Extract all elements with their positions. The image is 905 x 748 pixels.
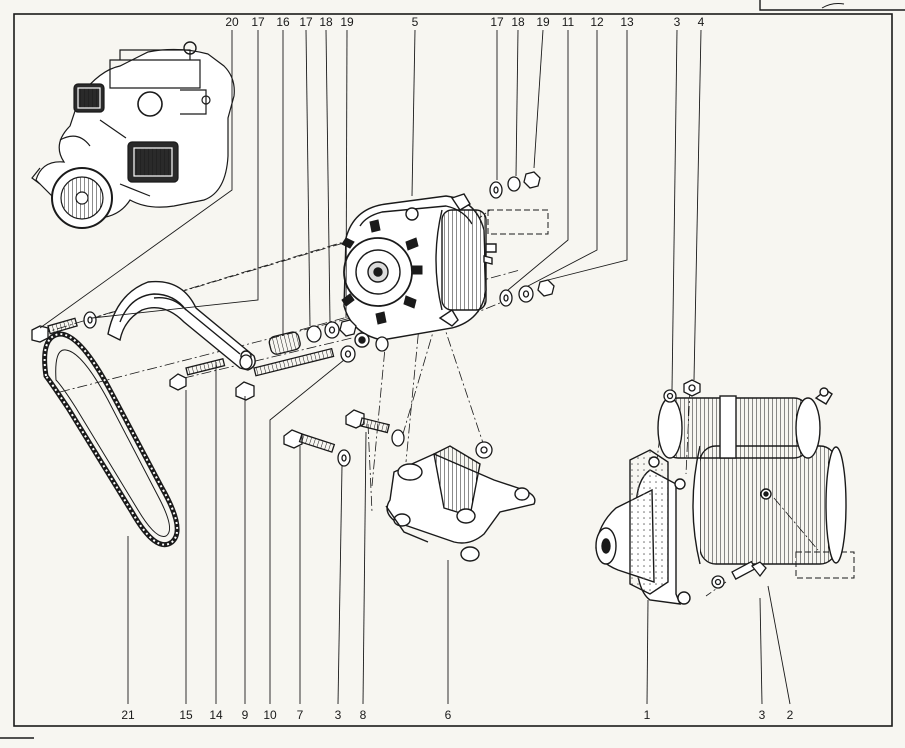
callout-19: 19 (536, 15, 550, 29)
callout-8: 8 (360, 708, 367, 722)
callout-2: 2 (787, 708, 794, 722)
callouts-bottom: 21 15 14 9 10 7 3 8 6 1 3 2 (121, 708, 793, 722)
callout-18: 18 (319, 15, 333, 29)
callout-21: 21 (121, 708, 135, 722)
callout-3: 3 (335, 708, 342, 722)
callout-13: 13 (620, 15, 634, 29)
callout-19: 19 (340, 15, 354, 29)
starter-fasteners (663, 379, 767, 589)
engine-thumbnail (31, 41, 235, 229)
fasteners (31, 171, 555, 467)
callout-18: 18 (511, 15, 525, 29)
callout-17: 17 (490, 15, 504, 29)
callout-11: 11 (562, 15, 575, 29)
callout-10: 10 (263, 708, 277, 722)
v-belt (42, 331, 180, 548)
alternator (341, 193, 497, 348)
callout-6: 6 (445, 708, 452, 722)
label-leaders (39, 29, 791, 705)
mounting-bracket (385, 445, 536, 562)
callout-17: 17 (251, 15, 265, 29)
callout-7: 7 (297, 708, 304, 722)
starter-motor (595, 387, 847, 605)
callout-16: 16 (276, 15, 290, 29)
callout-17: 17 (299, 15, 313, 29)
callout-3: 3 (759, 708, 766, 722)
callout-4: 4 (698, 15, 705, 29)
callout-14: 14 (209, 708, 223, 722)
callout-9: 9 (242, 708, 249, 722)
callout-3: 3 (674, 15, 681, 29)
callout-20: 20 (225, 15, 239, 29)
callout-15: 15 (179, 708, 193, 722)
callout-5: 5 (412, 15, 419, 29)
adjusting-arm (107, 280, 256, 371)
callout-1: 1 (644, 708, 651, 722)
callouts-top: 20 17 16 17 18 19 5 17 18 19 11 12 13 3 … (225, 15, 704, 29)
callout-12: 12 (590, 15, 604, 29)
detail-box-alternator (487, 209, 549, 235)
